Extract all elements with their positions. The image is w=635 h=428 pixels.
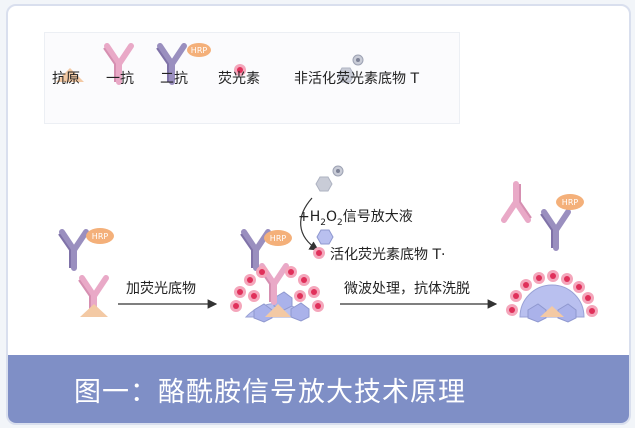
legend-label-antigen: 抗原 — [52, 71, 80, 87]
curved-arrow-activation — [300, 197, 320, 251]
substrate-molecule — [315, 165, 344, 192]
figure-caption: 图一：酪酰胺信号放大技术原理 — [74, 377, 466, 408]
legend-substrate-icon — [337, 54, 364, 83]
step-label-microwave: 微波处理，抗体洗脱 — [344, 281, 470, 297]
step-label-activated-substrate: 活化荧光素底物 T· — [330, 247, 446, 263]
stage3-cells — [519, 284, 585, 323]
step-label-h2o2: +H2O2信号放大液 — [298, 209, 413, 228]
stage2-hrp-label: HRP — [270, 234, 287, 243]
stage1-hrp-label: HRP — [92, 232, 109, 241]
stage3-hrp-label: HRP — [562, 198, 579, 207]
activated-substrate — [313, 229, 334, 259]
diagram-canvas: HRP HRP — [56, 43, 598, 323]
stage2-antibodies — [241, 230, 292, 302]
legend-label-primary-antibody: 一抗 — [106, 71, 134, 87]
legend-hrp-label: HRP — [191, 46, 208, 55]
stage1-complex — [59, 228, 114, 317]
legend-panel — [44, 32, 460, 124]
legend-secondary-antibody-icon — [157, 43, 211, 82]
figure-card: HRP HRP — [6, 4, 631, 425]
legend-antigen-icon — [56, 68, 84, 82]
legend-label-secondary-antibody: 二抗 — [160, 71, 188, 87]
stage3-released-antibodies — [504, 184, 584, 248]
stage2-cells — [244, 291, 310, 323]
caption-bar — [8, 355, 629, 423]
legend-label-fluorescein: 荧光素 — [218, 71, 260, 87]
step-label-add-substrate: 加荧光底物 — [126, 281, 196, 297]
legend-label-inactive-substrate: 非活化荧光素底物 T — [294, 71, 420, 87]
